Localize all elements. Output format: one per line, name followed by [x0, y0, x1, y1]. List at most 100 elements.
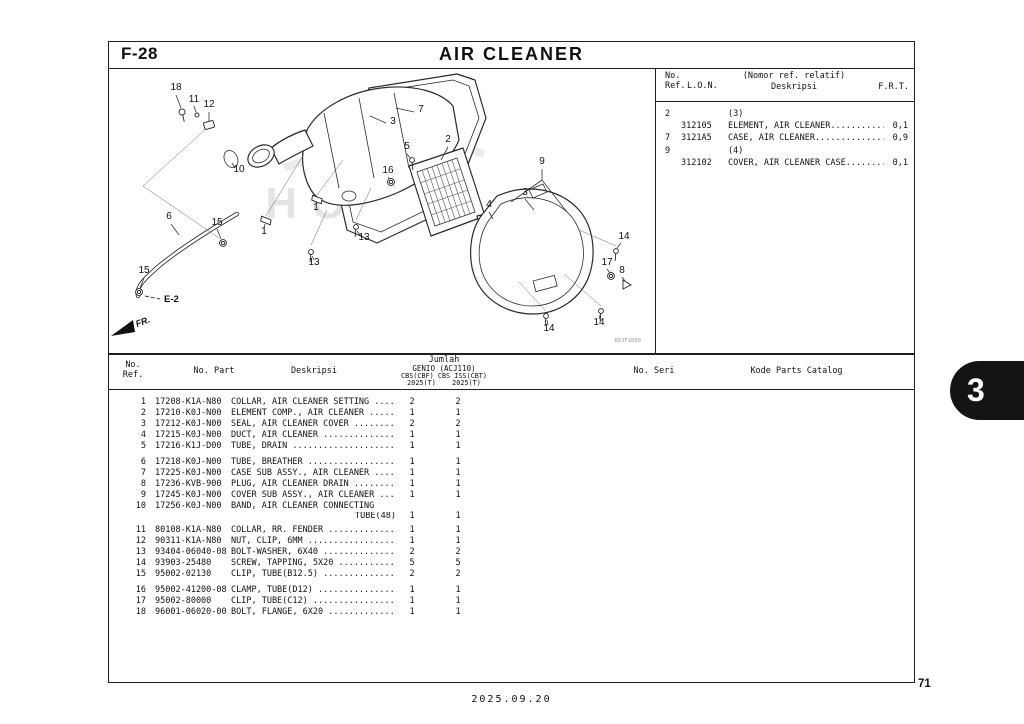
parts-table-header: No. Ref. No. Part Deskripsi Jumlah GENIO… [109, 355, 914, 390]
diagram-callout-14: 14 [618, 231, 630, 242]
e2-reference-label[interactable]: E-2 [164, 294, 179, 305]
diagram-callout-12: 12 [203, 99, 215, 110]
diagram-callout-8: 8 [619, 265, 625, 276]
diagram-callout-14: 14 [593, 317, 605, 328]
diagram-callout-7: 7 [418, 104, 424, 115]
diagram-callout-4: 4 [486, 199, 492, 210]
fastener-ring [607, 272, 615, 280]
parts-col-no: No. [125, 360, 141, 370]
diagram-svg: HONDA [111, 73, 642, 344]
page-number: 71 [918, 678, 931, 690]
parts-col-jumlah: Jumlah GENIO (ACJ110) CBS(CBF) CBS ISS(C… [364, 356, 524, 388]
reference-table-panel: No. Ref. L.O.N. (Nomor ref. relatif) Des… [655, 68, 914, 353]
diagram-callout-16: 16 [382, 165, 394, 176]
diagram-callout-11: 11 [189, 94, 200, 105]
fastener-screw [409, 157, 415, 170]
diagram-callout-1: 1 [261, 226, 267, 237]
svg-text:FR.: FR. [134, 315, 151, 329]
fastener-ring [387, 178, 395, 186]
fastener-clip [203, 120, 215, 130]
jumlah-title: Jumlah [428, 355, 460, 365]
page-title: AIR CLEANER [438, 44, 584, 64]
chapter-tab-3[interactable]: 3 [950, 361, 1024, 420]
reference-table-header: No. Ref. L.O.N. (Nomor ref. relatif) Des… [656, 68, 914, 102]
ref-col-lon: L.O.N. [687, 81, 718, 91]
fr-direction-arrow: FR. [111, 315, 151, 336]
parts-col-ref: Ref. [122, 370, 144, 380]
diagram-callout-1: 1 [313, 202, 319, 213]
parts-col-seri: No. Seri [633, 366, 675, 376]
ref-table-row: 9(4) [665, 145, 744, 156]
ref-table-row: 2(3) [665, 109, 744, 119]
drain-tube [135, 211, 240, 299]
diagram-callout-17: 17 [601, 257, 613, 268]
fastener-screw [543, 313, 549, 326]
diagram-callout-14: 14 [543, 323, 555, 334]
exploded-diagram: HONDA [109, 68, 655, 353]
chapter-tab-label: 3 [967, 372, 985, 408]
fastener-ring [219, 239, 227, 247]
diagram-callout-15: 15 [211, 217, 223, 228]
parts-col-part: No. Part [193, 366, 235, 376]
fastener-screw [353, 224, 359, 237]
fastener-screw [598, 308, 604, 321]
fastener-cone [311, 194, 323, 205]
fastener-screw [613, 248, 619, 261]
parts-col-deskripsi: Deskripsi [290, 366, 338, 376]
diagram-callout-9: 9 [539, 156, 545, 167]
fastener-bolt [178, 108, 186, 122]
jumlah-years: 2025(T) 2025(T) [407, 379, 481, 388]
ref-col-ref: Ref. [665, 81, 686, 91]
footer-date: 2025.09.20 [471, 694, 552, 705]
fastener-nut [194, 112, 200, 118]
diagram-callout-13: 13 [358, 232, 370, 243]
fastener-cone [260, 215, 272, 226]
diagram-callout-3: 3 [522, 187, 528, 198]
diagram-callout-18: 18 [170, 82, 182, 93]
fastener-screw [308, 249, 314, 262]
jumlah-model: GENIO (ACJ110) [412, 363, 476, 373]
ref-col-relatif: (Nomor ref. relatif) [742, 71, 846, 81]
section-code: F-28 [121, 44, 158, 63]
air-cleaner-cover-case [470, 183, 594, 315]
ref-col-deskripsi: Deskripsi [770, 82, 818, 92]
diagram-callout-3: 3 [390, 116, 396, 127]
diagram-callout-15: 15 [138, 265, 150, 276]
parts-col-kode: Kode Parts Catalog [750, 366, 843, 376]
ref-col-no: No. [665, 71, 681, 81]
diagram-callout-10: 10 [233, 164, 245, 175]
diagram-callout-2: 2 [445, 134, 451, 145]
content-frame: F-28 AIR CLEANER HONDA [108, 41, 915, 683]
diagram-callout-6: 6 [166, 211, 172, 222]
drawing-code: K0JF2800 [615, 338, 642, 344]
fastener-plug [622, 279, 632, 290]
jumlah-variants: CBS(CBF) CBS ISS(CBT) [401, 371, 487, 380]
fastener-ring [135, 288, 143, 296]
parts-table: No. Ref. No. Part Deskripsi Jumlah GENIO… [109, 353, 914, 682]
